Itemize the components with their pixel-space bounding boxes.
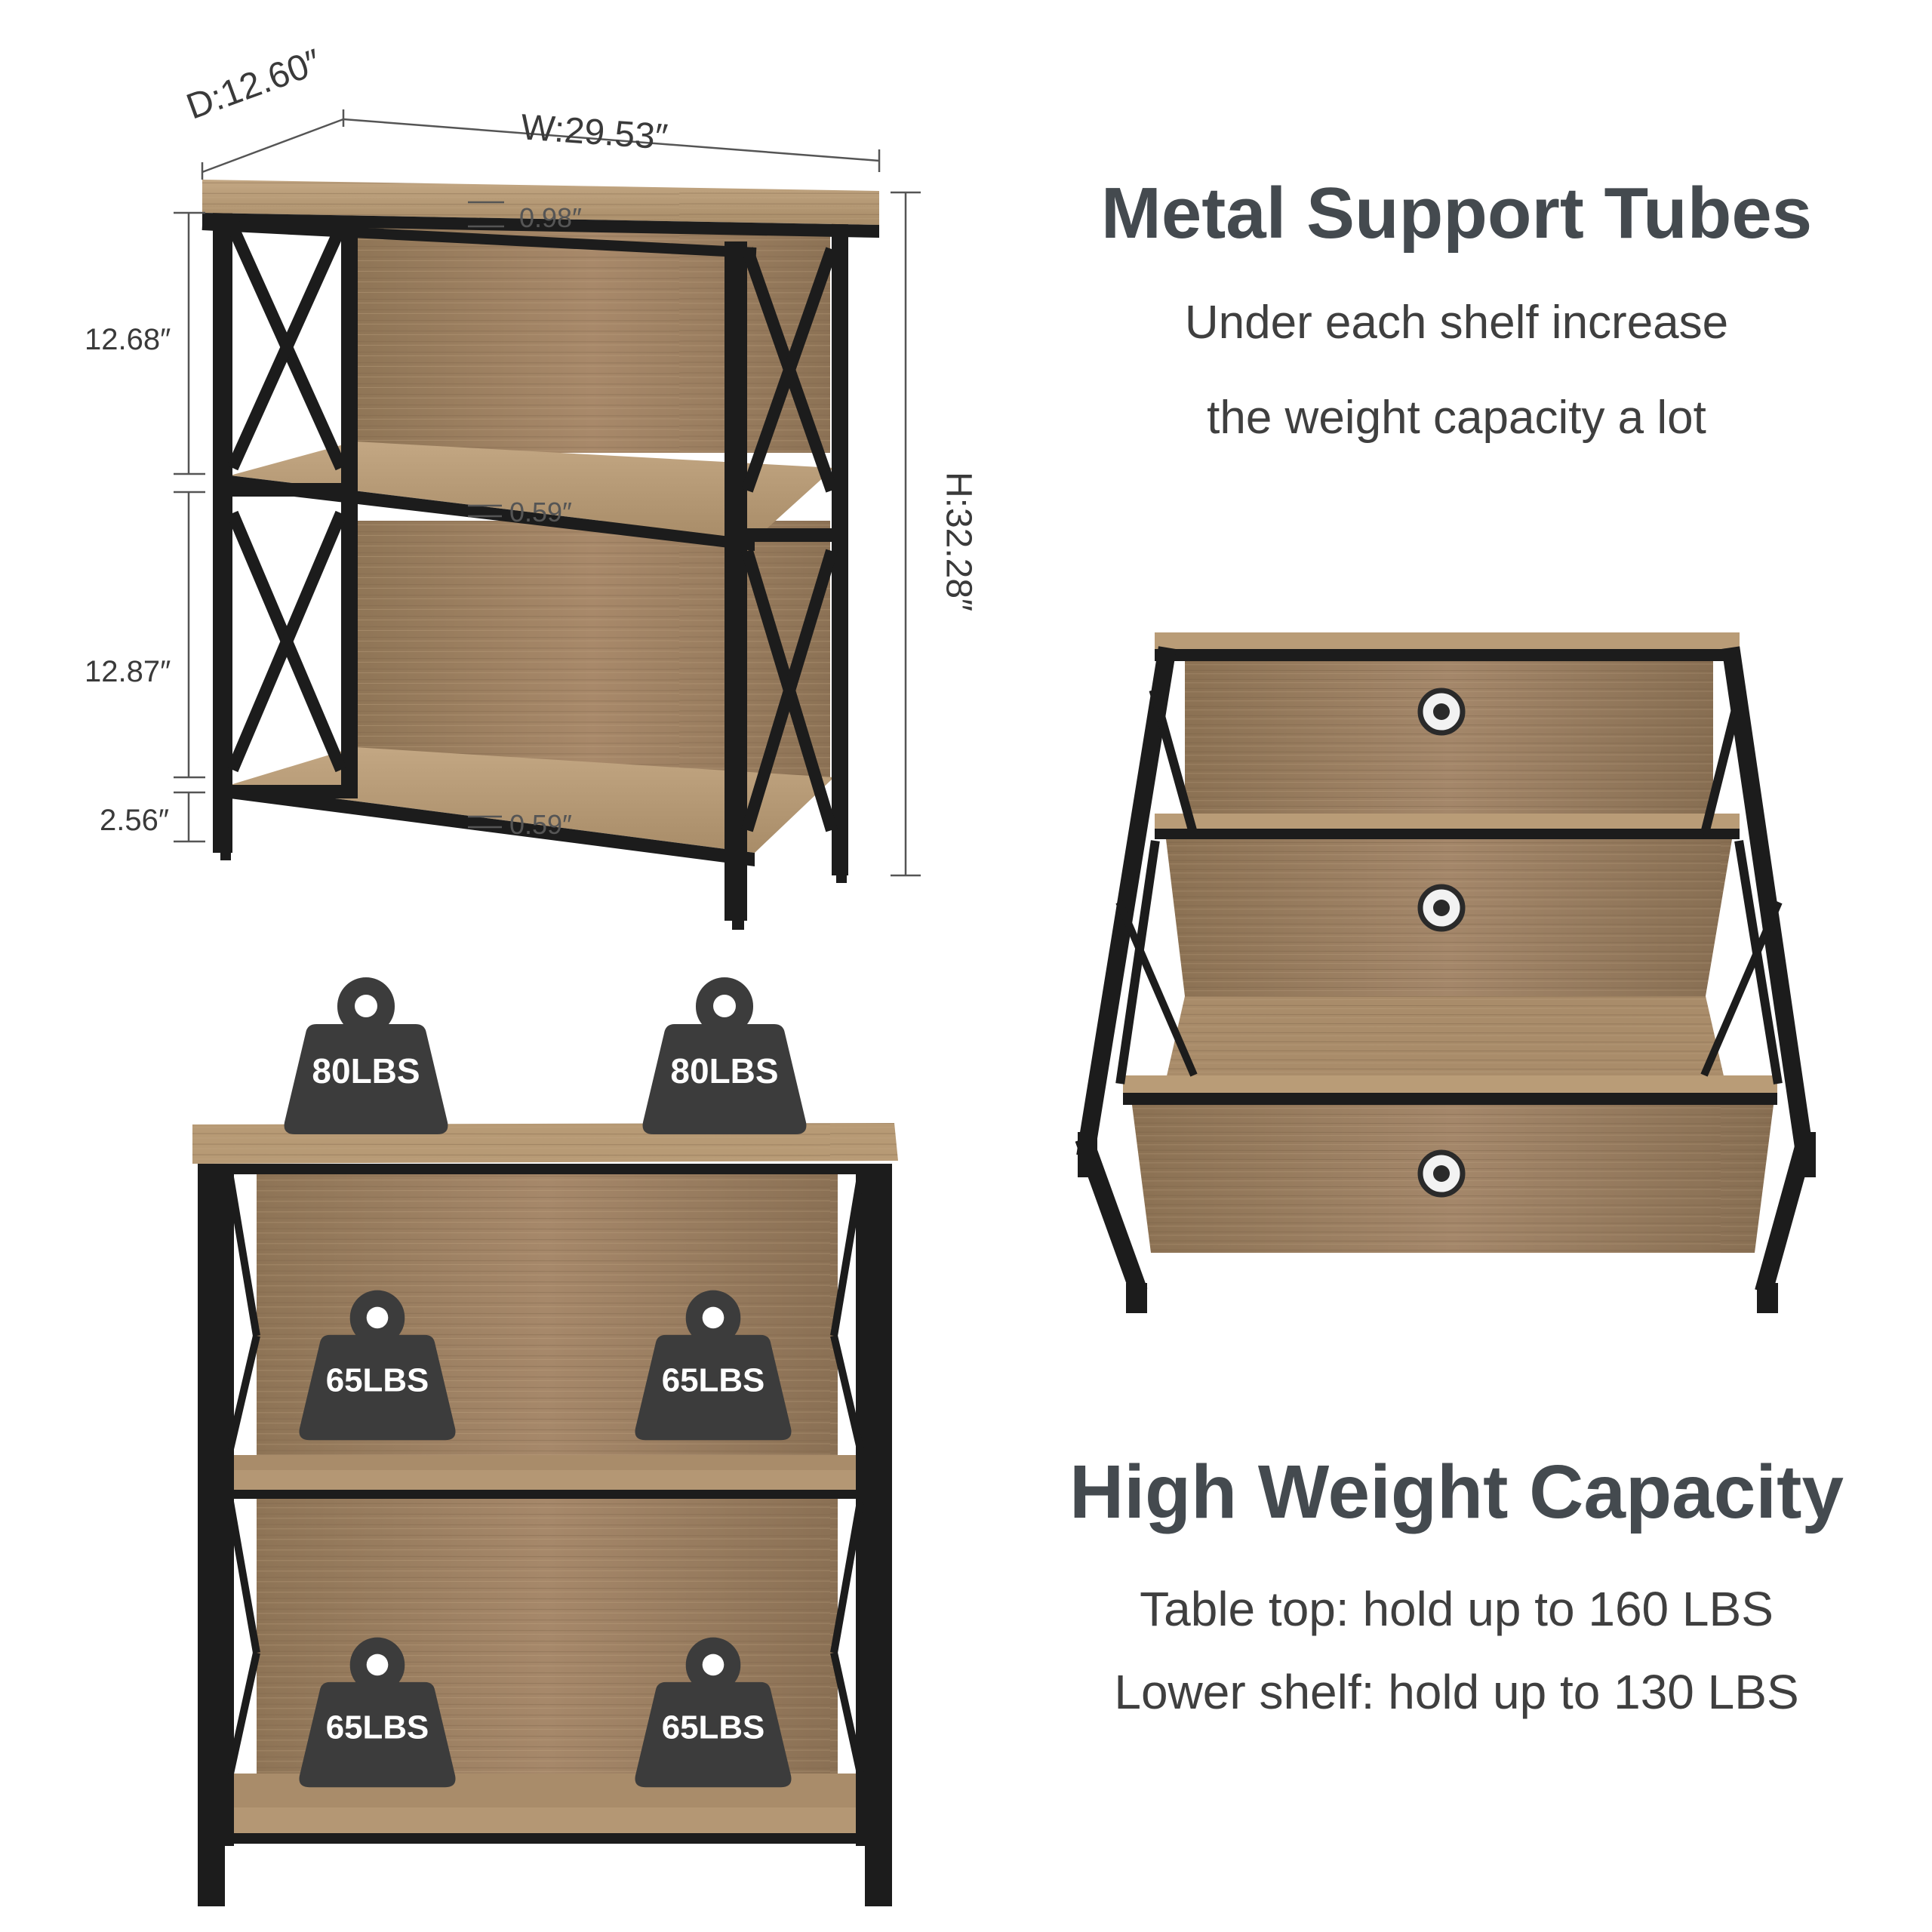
support-line-2: the weight capacity a lot	[1207, 392, 1706, 444]
capacity-title: High Weight Capacity	[1069, 1450, 1844, 1534]
loaded-shelf	[192, 1123, 898, 1906]
weight-bottom-right-label: 65LBS	[662, 1709, 765, 1746]
underside-view	[1075, 632, 1816, 1313]
support-title: Metal Support Tubes	[1100, 173, 1813, 254]
support-line-1: Under each shelf increase	[1184, 297, 1729, 349]
capacity-line-2: Lower shelf: hold up to 130 LBS	[1114, 1665, 1799, 1719]
weight-bottom-left-label: 65LBS	[326, 1709, 429, 1746]
capacity-line-1: Table top: hold up to 160 LBS	[1140, 1582, 1774, 1636]
weight-top-left-label: 80LBS	[312, 1051, 420, 1091]
weight-top-left: 80LBS	[284, 977, 448, 1134]
weight-bottom-left: 65LBS	[299, 1637, 456, 1788]
middle-thickness-label: 0.59″	[509, 497, 572, 528]
bottom-clearance-label: 2.56″	[100, 804, 170, 837]
weight-bottom-right: 65LBS	[635, 1637, 792, 1788]
weight-top-right-label: 80LBS	[670, 1051, 778, 1091]
weight-middle-right-label: 65LBS	[662, 1361, 765, 1398]
bottom-thickness-label: 0.59″	[509, 809, 572, 840]
top-thickness-label: 0.98″	[519, 202, 582, 233]
weight-middle-right: 65LBS	[635, 1290, 792, 1441]
weight-middle-left-label: 65LBS	[326, 1361, 429, 1398]
middle-gap-label: 12.87″	[85, 655, 171, 688]
weight-top-right: 80LBS	[642, 977, 807, 1134]
top-gap-label: 12.68″	[85, 323, 171, 356]
weight-middle-left: 65LBS	[299, 1290, 456, 1441]
dimension-diagram	[174, 109, 921, 930]
height-label: H:32.28″	[938, 471, 979, 612]
